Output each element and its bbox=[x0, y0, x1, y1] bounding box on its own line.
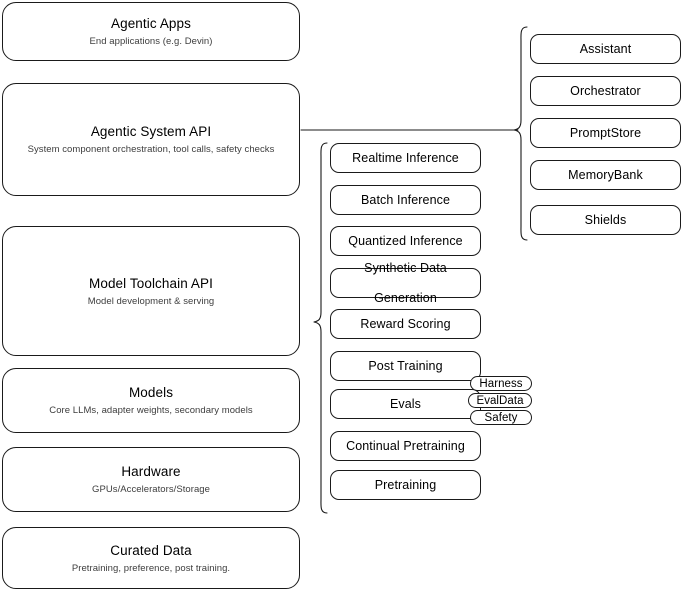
capability-quantized-inference[interactable]: Quantized Inference bbox=[330, 226, 481, 256]
agentic-system-brace bbox=[513, 26, 528, 241]
layer-title: Hardware bbox=[121, 464, 181, 479]
eval-tag-label: EvalData bbox=[476, 394, 524, 407]
component-label: Orchestrator bbox=[570, 84, 641, 98]
capability-pretraining[interactable]: Pretraining bbox=[330, 470, 481, 500]
capability-post-training[interactable]: Post Training bbox=[330, 350, 481, 381]
capability-label: Post Training bbox=[368, 358, 443, 373]
eval-tag-label: Safety bbox=[484, 411, 518, 424]
component-label: MemoryBank bbox=[568, 168, 643, 182]
eval-tag-evaldata[interactable]: EvalData bbox=[468, 393, 532, 408]
component-orchestrator[interactable]: Orchestrator bbox=[530, 76, 681, 106]
layer-subtitle: Pretraining, preference, post training. bbox=[71, 562, 231, 574]
capability-label: Quantized Inference bbox=[348, 234, 463, 248]
layer-agentic-apps[interactable]: Agentic Apps End applications (e.g. Devi… bbox=[2, 2, 300, 61]
capability-label: Evals bbox=[389, 397, 422, 411]
component-label: PromptStore bbox=[569, 126, 642, 140]
eval-tag-safety[interactable]: Safety bbox=[470, 410, 532, 425]
capability-label: Reward Scoring bbox=[360, 317, 451, 331]
eval-tag-label: Harness bbox=[479, 377, 523, 390]
capability-realtime-inference[interactable]: Realtime Inference bbox=[330, 143, 481, 173]
capability-label: Pretraining bbox=[374, 478, 437, 492]
component-assistant[interactable]: Assistant bbox=[530, 34, 681, 64]
component-shields[interactable]: Shields bbox=[530, 205, 681, 235]
layer-model-toolchain-api[interactable]: Model Toolchain API Model development & … bbox=[2, 226, 300, 356]
component-label: Shields bbox=[584, 213, 627, 227]
layer-title: Model Toolchain API bbox=[89, 275, 213, 291]
model-toolchain-brace bbox=[313, 142, 328, 514]
layer-title: Agentic Apps bbox=[110, 16, 191, 31]
capability-evals[interactable]: Evals bbox=[330, 389, 481, 419]
layer-subtitle: Model development & serving bbox=[87, 295, 215, 307]
component-promptstore[interactable]: PromptStore bbox=[530, 118, 681, 148]
capability-label: Continual Pretraining bbox=[346, 438, 465, 453]
layer-subtitle: End applications (e.g. Devin) bbox=[89, 36, 213, 47]
capability-label: Batch Inference bbox=[360, 192, 451, 207]
capability-label: Realtime Inference bbox=[352, 151, 459, 165]
capability-continual-pretraining[interactable]: Continual Pretraining bbox=[330, 430, 481, 461]
eval-tag-harness[interactable]: Harness bbox=[470, 376, 532, 391]
layer-subtitle: System component orchestration, tool cal… bbox=[27, 144, 275, 155]
layer-subtitle: GPUs/Accelerators/Storage bbox=[92, 484, 210, 495]
capability-synthetic-data-generation[interactable]: Synthetic Data Generation bbox=[330, 261, 481, 305]
layer-models[interactable]: Models Core LLMs, adapter weights, secon… bbox=[2, 368, 300, 433]
layer-subtitle: Core LLMs, adapter weights, secondary mo… bbox=[49, 405, 253, 416]
layer-curated-data[interactable]: Curated Data Pretraining, preference, po… bbox=[2, 527, 300, 589]
component-memorybank[interactable]: MemoryBank bbox=[530, 160, 681, 190]
component-label: Assistant bbox=[579, 42, 632, 56]
layer-title: Models bbox=[128, 385, 174, 400]
layer-title: Agentic System API bbox=[90, 124, 212, 139]
capability-batch-inference[interactable]: Batch Inference bbox=[330, 184, 481, 215]
layer-title: Curated Data bbox=[110, 542, 192, 558]
layer-agentic-system-api[interactable]: Agentic System API System component orch… bbox=[2, 83, 300, 196]
layer-hardware[interactable]: Hardware GPUs/Accelerators/Storage bbox=[2, 447, 300, 512]
capability-label: Synthetic Data Generation bbox=[364, 260, 447, 305]
capability-reward-scoring[interactable]: Reward Scoring bbox=[330, 309, 481, 339]
